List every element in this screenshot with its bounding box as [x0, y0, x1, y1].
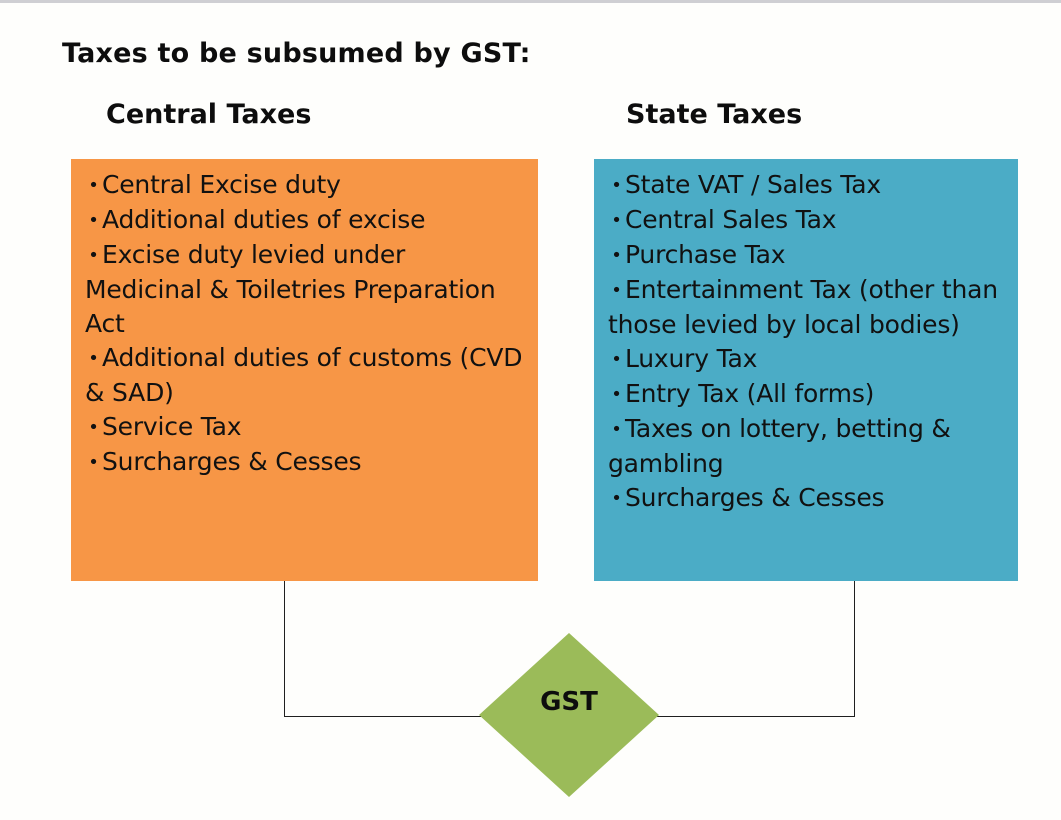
- bullet-icon: •: [611, 349, 622, 370]
- bullet-icon: •: [611, 175, 622, 196]
- state-tax-item: •Taxes on lottery, betting & gambling: [608, 412, 1008, 481]
- central-taxes-heading: Central Taxes: [106, 99, 312, 130]
- central-tax-item: •Service Tax: [85, 410, 528, 445]
- central-tax-item-label: Additional duties of excise: [102, 205, 426, 234]
- state-tax-item: •Purchase Tax: [608, 238, 1008, 273]
- bullet-icon: •: [88, 245, 99, 266]
- bullet-icon: •: [611, 245, 622, 266]
- state-connector-horizontal: [657, 716, 855, 717]
- bullet-icon: •: [611, 210, 622, 231]
- central-tax-item: •Excise duty levied under Medicinal & To…: [85, 238, 528, 341]
- central-tax-item-label: Surcharges & Cesses: [102, 447, 362, 476]
- diamond-shape-icon: [479, 633, 659, 797]
- state-tax-item-label: Purchase Tax: [625, 240, 786, 269]
- state-taxes-heading: State Taxes: [626, 99, 803, 130]
- state-tax-item: •State VAT / Sales Tax: [608, 168, 1008, 203]
- state-tax-item: •Entry Tax (All forms): [608, 377, 1008, 412]
- state-taxes-box: •State VAT / Sales Tax •Central Sales Ta…: [594, 159, 1018, 581]
- bullet-icon: •: [611, 280, 622, 301]
- bullet-icon: •: [88, 452, 99, 473]
- central-tax-item-label: Central Excise duty: [102, 170, 341, 199]
- state-tax-item: •Entertainment Tax (other than those lev…: [608, 273, 1008, 342]
- central-tax-item: •Central Excise duty: [85, 168, 528, 203]
- state-tax-item-label: Central Sales Tax: [625, 205, 837, 234]
- slide-title: Taxes to be subsumed by GST:: [62, 38, 531, 69]
- central-tax-item-label: Additional duties of customs (CVD & SAD): [85, 343, 523, 407]
- bullet-icon: •: [88, 417, 99, 438]
- state-tax-item: •Central Sales Tax: [608, 203, 1008, 238]
- central-tax-item-label: Service Tax: [102, 412, 242, 441]
- bullet-icon: •: [88, 210, 99, 231]
- state-tax-item-label: Entertainment Tax (other than those levi…: [608, 275, 998, 339]
- state-tax-item-label: Surcharges & Cesses: [625, 483, 885, 512]
- gst-diamond: GST: [479, 633, 659, 797]
- state-tax-item-label: Taxes on lottery, betting & gambling: [608, 414, 951, 478]
- state-tax-item-label: Entry Tax (All forms): [625, 379, 875, 408]
- central-tax-item-label: Excise duty levied under Medicinal & Toi…: [85, 240, 496, 338]
- central-connector-vertical: [284, 581, 285, 716]
- central-tax-item: •Additional duties of excise: [85, 203, 528, 238]
- bullet-icon: •: [611, 384, 622, 405]
- bullet-icon: •: [611, 419, 622, 440]
- central-tax-item: •Additional duties of customs (CVD & SAD…: [85, 341, 528, 410]
- bullet-icon: •: [611, 488, 622, 509]
- state-tax-item-label: Luxury Tax: [625, 344, 758, 373]
- central-tax-item: •Surcharges & Cesses: [85, 445, 528, 480]
- central-connector-horizontal: [284, 716, 481, 717]
- central-taxes-list: •Central Excise duty •Additional duties …: [85, 168, 528, 480]
- state-tax-item-label: State VAT / Sales Tax: [625, 170, 881, 199]
- central-taxes-box: •Central Excise duty •Additional duties …: [71, 159, 538, 581]
- bullet-icon: •: [88, 348, 99, 369]
- top-border: [0, 0, 1061, 3]
- state-taxes-list: •State VAT / Sales Tax •Central Sales Ta…: [608, 168, 1008, 516]
- state-connector-vertical: [854, 581, 855, 716]
- state-tax-item: •Luxury Tax: [608, 342, 1008, 377]
- state-tax-item: •Surcharges & Cesses: [608, 481, 1008, 516]
- bullet-icon: •: [88, 175, 99, 196]
- gst-label: GST: [540, 687, 598, 717]
